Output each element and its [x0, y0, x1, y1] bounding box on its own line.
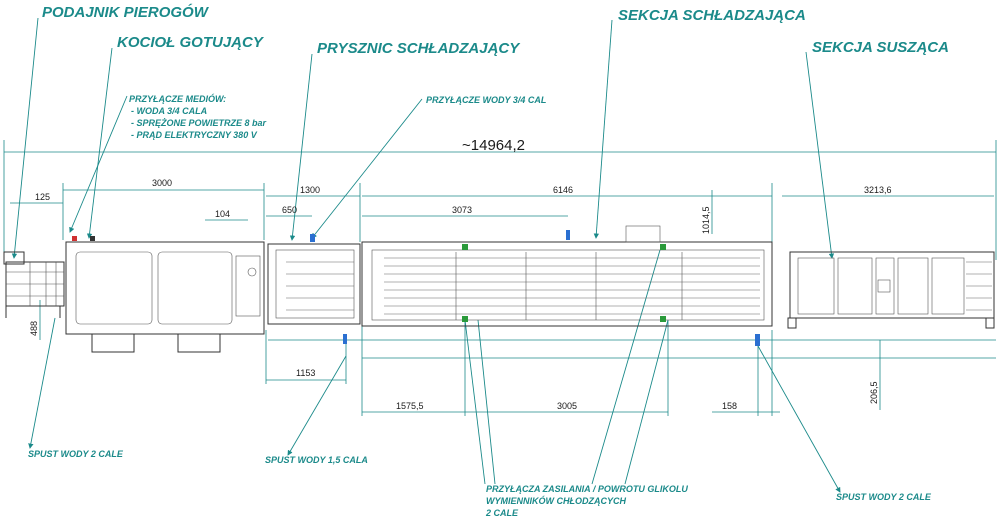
- dim-total: ~14964,2: [462, 137, 525, 154]
- water-inlet-note: PRZYŁĄCZE WODY 3/4 CAL: [426, 95, 546, 105]
- dim-6146: 6146: [553, 185, 573, 195]
- shower-water-inlet-marker: [310, 234, 315, 242]
- drying-unit: [787, 251, 995, 329]
- glycol-note-line3: 2 CALE: [485, 508, 519, 518]
- cooling-drain-marker: [755, 334, 760, 346]
- glycol-note-line2: WYMIENNIKÓW CHŁODZĄCYCH: [486, 495, 626, 506]
- cooling-unit: [361, 225, 773, 346]
- label-cooling: SEKCJA SCHŁADZAJĄCA: [618, 7, 806, 24]
- media-note-power: - PRĄD ELEKTRYCZNY 380 V: [131, 130, 258, 140]
- drain-shower-note: SPUST WODY 1,5 CALA: [265, 455, 368, 465]
- shower-unit: [267, 234, 361, 344]
- media-note-air: - SPRĘŻONE POWIETRZE 8 bar: [131, 118, 267, 128]
- dim-650: 650: [282, 205, 297, 215]
- dim-1575: 1575,5: [396, 401, 424, 411]
- dimensions: ~14964,2 3000 125 104 1300 650 6146 3073…: [3, 137, 997, 416]
- label-feeder: PODAJNIK PIEROGÓW: [42, 3, 210, 21]
- media-connection-marker: [72, 236, 77, 241]
- label-shower: PRYSZNIC SCHŁADZAJĄCY: [317, 40, 521, 57]
- dim-1300: 1300: [300, 185, 320, 195]
- dim-3005: 3005: [557, 401, 577, 411]
- boiler-port-marker: [90, 236, 95, 241]
- label-drying: SEKCJA SUSZĄCA: [812, 39, 949, 56]
- glycol-connector-2: [660, 244, 666, 250]
- dim-125: 125: [35, 192, 50, 202]
- media-note: PRZYŁĄCZE MEDIÓW: - WODA 3/4 CALA - SPRĘ…: [129, 93, 267, 140]
- drain-right-note: SPUST WODY 2 CALE: [836, 492, 932, 502]
- glycol-connector-3: [462, 316, 468, 322]
- label-boiler: KOCIOŁ GOTUJĄCY: [117, 34, 265, 51]
- dim-3000: 3000: [152, 178, 172, 188]
- dim-1014: 1014,5: [701, 206, 711, 234]
- leader-lines: [11, 17, 841, 493]
- dim-3073: 3073: [452, 205, 472, 215]
- dim-206: 206,5: [869, 381, 879, 404]
- media-note-title: PRZYŁĄCZE MEDIÓW:: [129, 93, 226, 104]
- boiler-unit: [65, 236, 265, 353]
- dim-1153: 1153: [296, 368, 315, 378]
- media-note-water: - WODA 3/4 CALA: [131, 106, 207, 116]
- cooling-water-inlet-marker: [566, 230, 570, 240]
- dim-158: 158: [722, 401, 737, 411]
- glycol-connector-1: [462, 244, 468, 250]
- dim-104: 104: [215, 209, 230, 219]
- shower-drain-marker: [343, 334, 347, 344]
- glycol-note-line1: PRZYŁĄCZA ZASILANIA / POWROTU GLIKOLU: [486, 484, 688, 494]
- dim-3213: 3213,6: [864, 185, 892, 195]
- glycol-note: PRZYŁĄCZA ZASILANIA / POWROTU GLIKOLU WY…: [485, 484, 688, 518]
- glycol-connector-4: [660, 316, 666, 322]
- feeder-unit: [3, 251, 65, 318]
- drain-left-note: SPUST WODY 2 CALE: [28, 449, 124, 459]
- dim-488: 488: [29, 321, 39, 336]
